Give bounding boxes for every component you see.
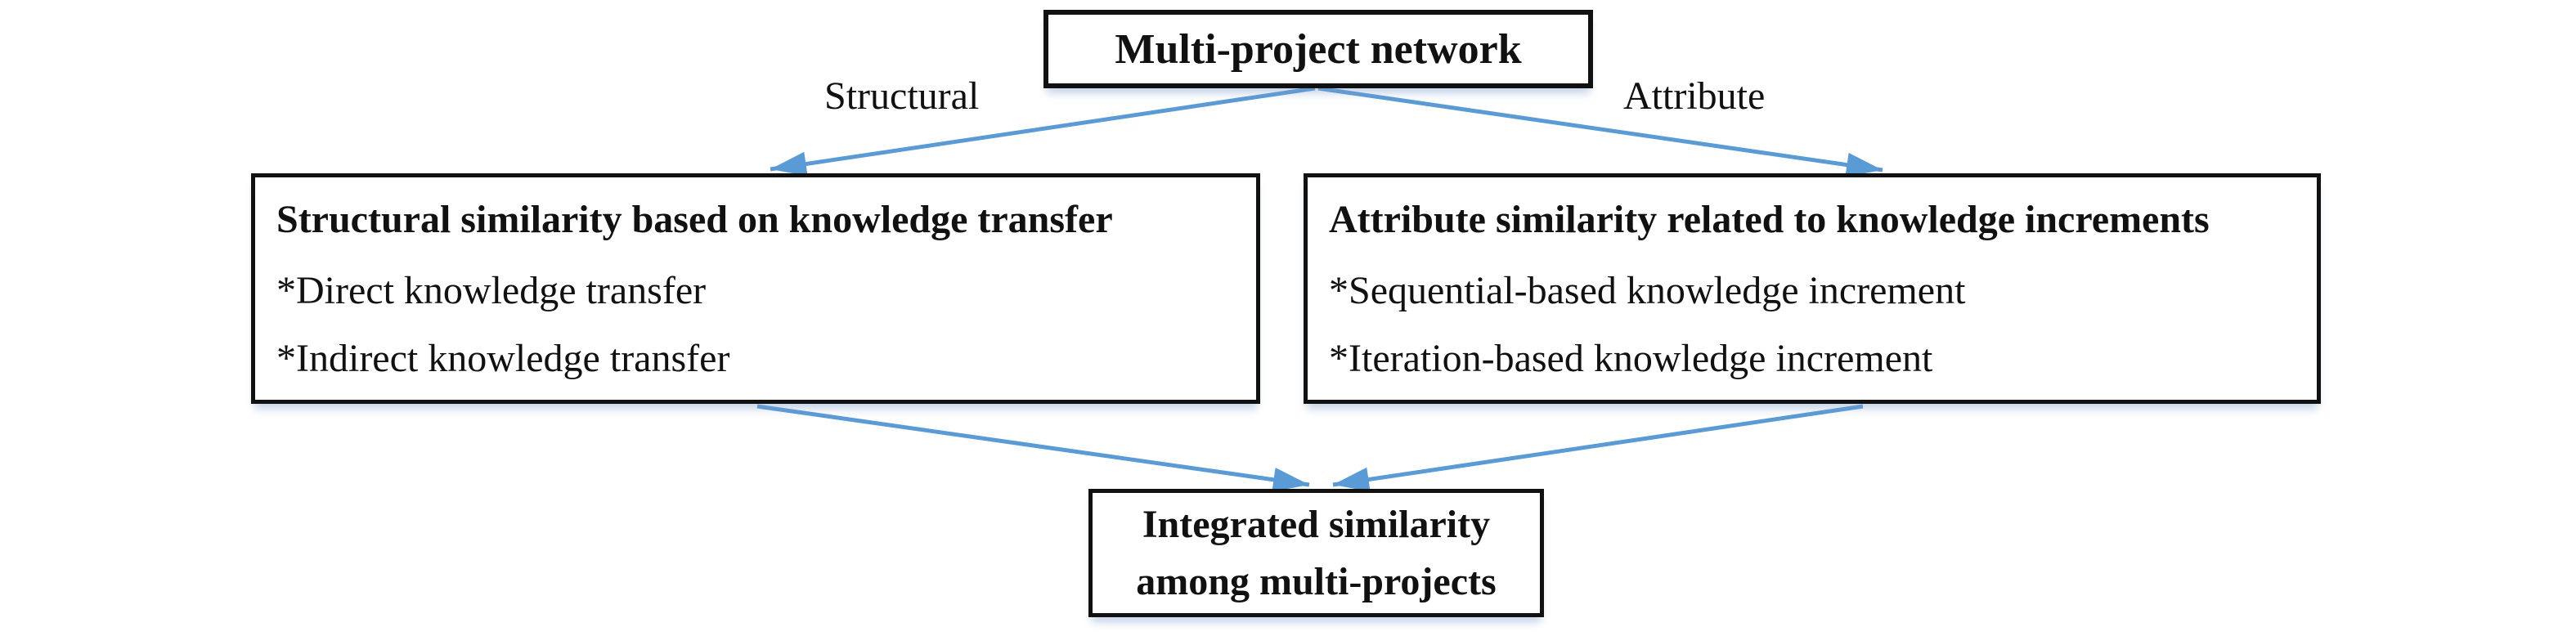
arrow-attribute-to-integrated — [1332, 404, 1864, 492]
node-multi-project-network: Multi-project network — [1043, 10, 1593, 88]
arrow-top-to-structural — [770, 86, 1316, 177]
node-structural-similarity: Structural similarity based on knowledge… — [251, 173, 1260, 404]
structural-item-direct: *Direct knowledge transfer — [276, 269, 707, 313]
node-attribute-similarity-title: Attribute similarity related to knowledg… — [1329, 198, 2210, 241]
node-attribute-similarity: Attribute similarity related to knowledg… — [1304, 173, 2321, 404]
node-integrated-similarity-line2: among multi-projects — [1136, 559, 1497, 603]
edge-label-structural: Structural — [824, 74, 980, 118]
structural-item-indirect: *Indirect knowledge transfer — [276, 337, 730, 381]
attribute-item-sequential: *Sequential-based knowledge increment — [1329, 269, 1966, 313]
node-integrated-similarity: Integrated similarity among multi-projec… — [1088, 489, 1544, 617]
node-integrated-similarity-line1: Integrated similarity — [1142, 502, 1491, 546]
arrow-structural-to-integrated — [756, 404, 1310, 492]
node-multi-project-network-title: Multi-project network — [1115, 25, 1522, 73]
attribute-item-iteration: *Iteration-based knowledge increment — [1329, 337, 1933, 381]
edge-label-attribute: Attribute — [1623, 74, 1766, 118]
node-structural-similarity-title: Structural similarity based on knowledge… — [276, 198, 1113, 241]
arrow-top-to-attribute — [1317, 86, 1883, 177]
